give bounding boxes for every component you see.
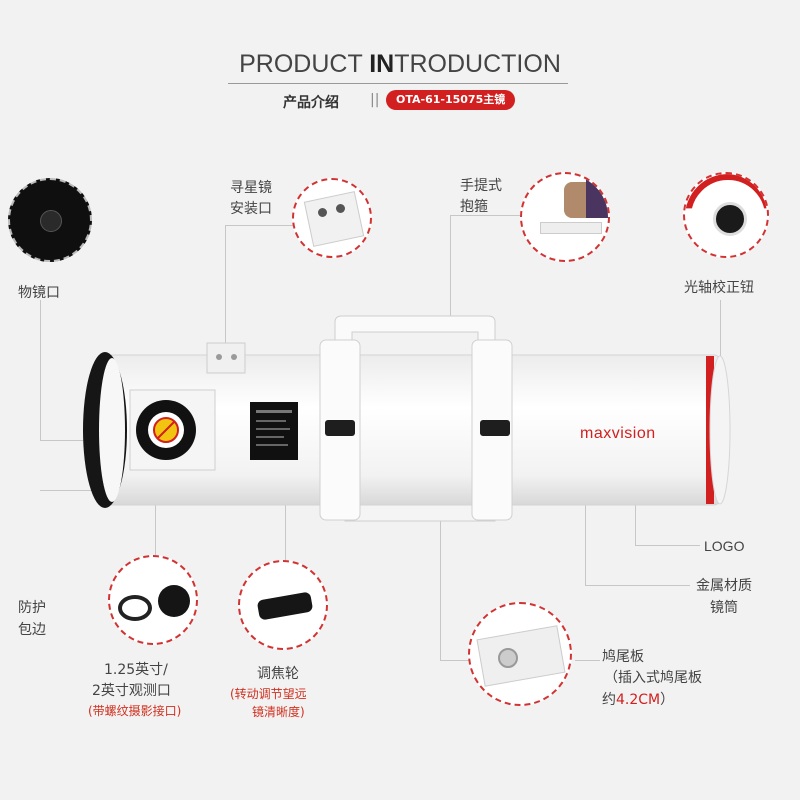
leader-line	[450, 215, 520, 216]
dovetail-size: 4.2CM	[616, 692, 661, 708]
dovetail-detail	[468, 602, 572, 706]
model-badge: OTA-61-15075主镜	[386, 90, 516, 110]
label-handle-1: 手提式	[460, 178, 502, 194]
brand-logo: maxvision	[580, 425, 656, 442]
label-eyepiece-2: 2英寸观测口	[92, 683, 171, 699]
label-eyepiece-note: (带螺纹摄影接口)	[88, 704, 182, 718]
leader-line	[225, 225, 226, 345]
label-dovetail-3: 约4.2CM）	[602, 692, 675, 708]
leader-line	[285, 465, 286, 565]
leader-line	[585, 500, 586, 585]
label-finder-2: 安装口	[230, 201, 272, 217]
title-divider	[228, 83, 568, 84]
label-eyepiece-1: 1.25英寸/	[104, 662, 168, 678]
leader-line	[440, 660, 470, 661]
label-protect-1: 防护	[18, 600, 46, 616]
finder-mount-detail	[292, 178, 372, 258]
focuser-detail	[238, 560, 328, 650]
objective-detail	[8, 178, 92, 262]
label-focus: 调焦轮	[257, 666, 299, 682]
label-tube-1: 金属材质	[696, 578, 752, 594]
leader-line	[440, 515, 441, 660]
label-objective: 物镜口	[18, 285, 60, 301]
leader-line	[40, 490, 100, 491]
label-tube-2: 镜筒	[710, 600, 738, 616]
label-focus-note-1: (转动调节望远	[230, 687, 307, 701]
subtitle-separator: ||	[370, 92, 380, 108]
leader-line	[720, 300, 721, 360]
subtitle: 产品介绍	[283, 95, 339, 111]
leader-line	[40, 440, 110, 441]
label-protect-2: 包边	[18, 622, 46, 638]
label-dovetail-2: （插入式鸠尾板	[604, 670, 702, 686]
leader-line	[585, 585, 690, 586]
label-logo: LOGO	[704, 538, 745, 554]
leader-line	[635, 545, 700, 546]
collimation-detail	[683, 172, 769, 258]
leader-line	[450, 215, 451, 320]
label-dovetail-1: 鸠尾板	[602, 649, 644, 665]
label-collimation: 光轴校正钮	[684, 280, 754, 296]
page-title: PRODUCT INTRODUCTION	[239, 50, 561, 78]
eyepiece-detail	[108, 555, 198, 645]
label-finder-1: 寻星镜	[230, 180, 272, 196]
leader-line	[575, 660, 600, 661]
label-focus-note-2: 镜清晰度)	[252, 705, 305, 719]
leader-line	[40, 300, 41, 440]
label-handle-2: 抱箍	[460, 199, 488, 215]
leader-line	[225, 225, 295, 226]
handle-detail	[520, 172, 610, 262]
leader-line	[155, 470, 156, 555]
